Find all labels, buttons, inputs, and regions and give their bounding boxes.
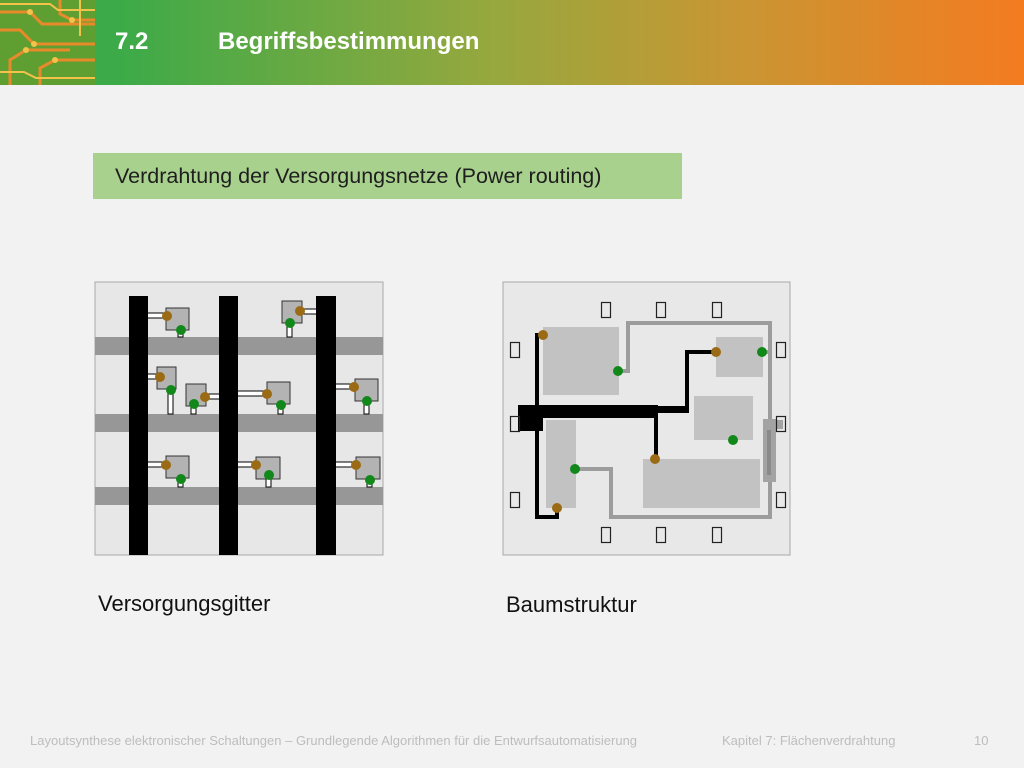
power-pin-dot bbox=[155, 372, 165, 382]
ground-pin-dot bbox=[570, 464, 580, 474]
pad-icon bbox=[600, 301, 612, 319]
power-tree-diagram bbox=[502, 281, 791, 556]
power-pin-dot bbox=[552, 503, 562, 513]
power-pin-dot bbox=[351, 460, 361, 470]
ground-pin-dot bbox=[362, 396, 372, 406]
grid-cell bbox=[185, 383, 222, 415]
power-pin-dot bbox=[538, 330, 548, 340]
power-pin-dot bbox=[295, 306, 305, 316]
vertical-power-rail bbox=[219, 296, 238, 555]
slide-title: Begriffsbestimmungen bbox=[218, 28, 480, 55]
pad-icon bbox=[509, 415, 521, 433]
caption-tree-structure: Baumstruktur bbox=[506, 592, 637, 617]
ground-pin-dot bbox=[176, 325, 186, 335]
ground-pin-dot bbox=[613, 366, 623, 376]
wire bbox=[265, 478, 272, 488]
pad-icon bbox=[775, 491, 787, 509]
power-grid-diagram bbox=[94, 281, 384, 556]
power-tree-wire bbox=[685, 350, 716, 410]
power-pin-dot bbox=[262, 389, 272, 399]
ground-pin-dot bbox=[176, 474, 186, 484]
ground-pin-dot bbox=[365, 475, 375, 485]
pad-icon bbox=[711, 301, 723, 319]
ground-pin-dot bbox=[166, 385, 176, 395]
power-pin-dot bbox=[251, 460, 261, 470]
power-pin-dot bbox=[161, 460, 171, 470]
grid-cell bbox=[145, 307, 190, 338]
subtitle-banner: Verdrahtung der Versorgungsnetze (Power … bbox=[93, 153, 682, 199]
pad-icon bbox=[655, 301, 667, 319]
horizontal-power-rail bbox=[95, 487, 383, 505]
ground-trunk-detail bbox=[767, 430, 771, 475]
power-pin-dot bbox=[162, 311, 172, 321]
ground-trunk-stub bbox=[775, 420, 783, 429]
grid-cell bbox=[235, 381, 291, 415]
section-number: 7.2 bbox=[115, 28, 149, 55]
ground-pin-dot bbox=[757, 347, 767, 357]
power-pin-dot bbox=[711, 347, 721, 357]
grid-cell bbox=[145, 366, 177, 415]
header-circuit-image bbox=[0, 0, 95, 85]
pad-icon bbox=[655, 526, 667, 544]
macro-block bbox=[716, 337, 763, 377]
pad-icon bbox=[711, 526, 723, 544]
macro-block bbox=[546, 420, 576, 508]
ground-pin-dot bbox=[189, 399, 199, 409]
footer-course-title: Layoutsynthese elektronischer Schaltunge… bbox=[30, 733, 638, 748]
power-trunk bbox=[530, 405, 658, 418]
macro-block bbox=[643, 459, 760, 508]
pad-icon bbox=[509, 341, 521, 359]
power-trunk bbox=[658, 406, 689, 413]
macro-block bbox=[694, 396, 753, 440]
pad-icon bbox=[775, 341, 787, 359]
ground-pin-dot bbox=[285, 318, 295, 328]
macro-block bbox=[543, 327, 619, 395]
pad-icon bbox=[509, 491, 521, 509]
power-pin-dot bbox=[349, 382, 359, 392]
subtitle-text: Verdrahtung der Versorgungsnetze (Power … bbox=[115, 164, 602, 188]
horizontal-power-rail bbox=[95, 414, 383, 432]
footer-chapter: Kapitel 7: Flächenverdrahtung bbox=[722, 733, 896, 748]
footer-page-number: 10 bbox=[974, 733, 989, 748]
grid-cell bbox=[145, 455, 190, 488]
ground-pin-dot bbox=[276, 400, 286, 410]
power-pin-dot bbox=[200, 392, 210, 402]
caption-power-grid: Versorgungsgitter bbox=[98, 591, 271, 616]
pad-icon bbox=[600, 526, 612, 544]
vertical-power-rail bbox=[316, 296, 336, 555]
power-pin-dot bbox=[650, 454, 660, 464]
horizontal-power-rail bbox=[95, 337, 383, 355]
ground-pin-dot bbox=[264, 470, 274, 480]
grid-cell bbox=[333, 456, 381, 488]
grid-cell bbox=[235, 456, 281, 488]
vertical-power-rail bbox=[129, 296, 148, 555]
ground-pin-dot bbox=[728, 435, 738, 445]
pad-icon bbox=[775, 415, 787, 433]
slide-header-bar: 7.2 Begriffsbestimmungen bbox=[0, 0, 1024, 85]
